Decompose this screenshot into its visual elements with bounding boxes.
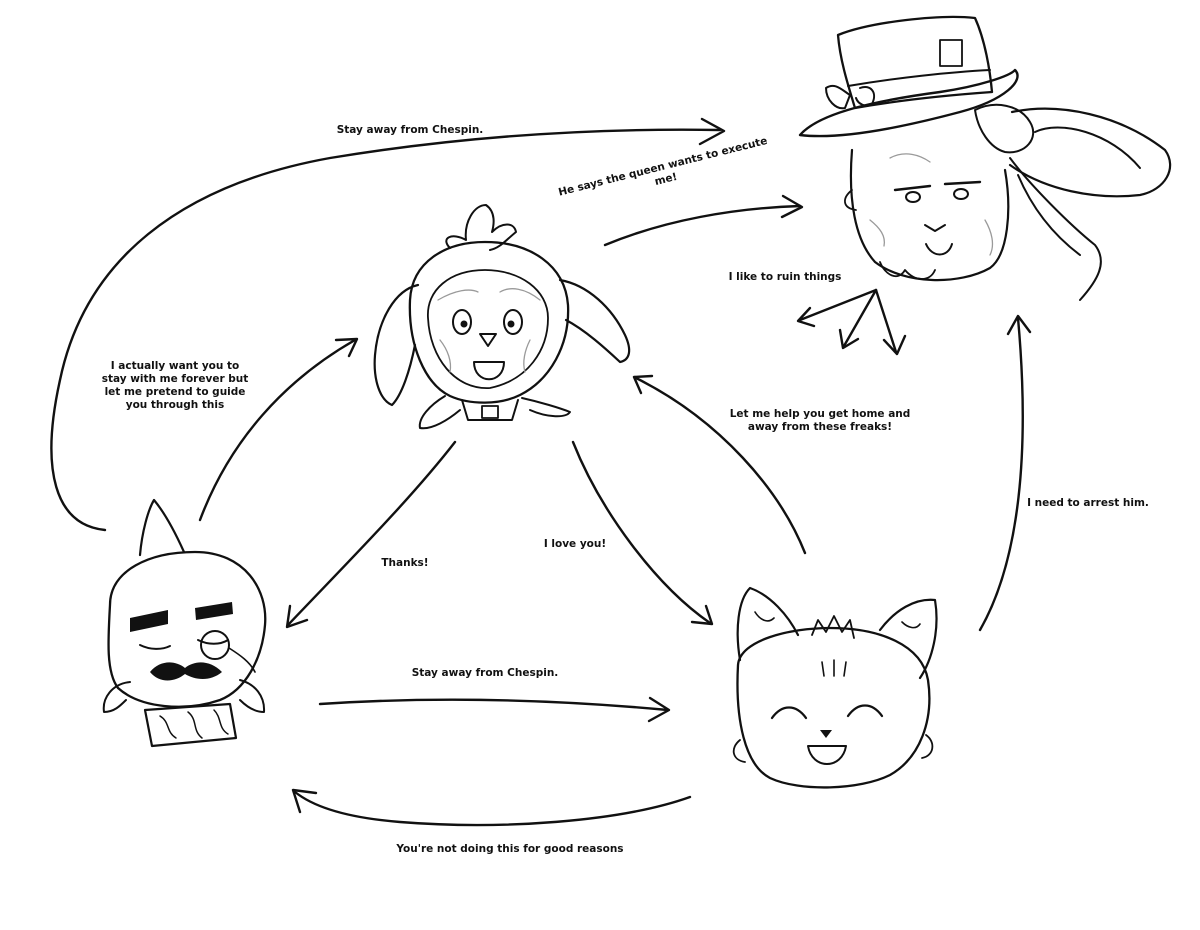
arrow-arrest [978, 314, 1032, 632]
label-top-arc: Stay away from Chespin. [336, 124, 484, 136]
arrow-thanks [285, 440, 457, 629]
label-forever: I actually want you to stay with me fore… [101, 360, 249, 411]
arrow-bottom-reasons [291, 788, 692, 827]
arrow-love [571, 440, 714, 626]
arrow-bottom-stay [318, 696, 671, 723]
label-love: I love you! [543, 538, 607, 550]
label-bottom-reasons: You're not doing this for good reasons [396, 843, 624, 855]
arrow-forever [198, 337, 359, 522]
bird-hood-character-icon [373, 204, 631, 430]
arrow-help-home [632, 374, 807, 555]
arrow-ruin [796, 288, 907, 356]
label-thanks: Thanks! [381, 557, 429, 569]
label-arrest: I need to arrest him. [1027, 497, 1149, 509]
label-bottom-stay: Stay away from Chespin. [411, 667, 559, 679]
top-hat-bunny-character-icon [798, 15, 1172, 301]
arrow-top-arc [50, 117, 726, 532]
crowned-cat-character-icon [732, 586, 938, 789]
label-help-home: Let me help you get home and away from t… [729, 408, 911, 433]
label-ruin: I like to ruin things [728, 271, 842, 283]
mustache-monocle-character-icon [102, 498, 267, 748]
arrow-queen [603, 194, 804, 247]
